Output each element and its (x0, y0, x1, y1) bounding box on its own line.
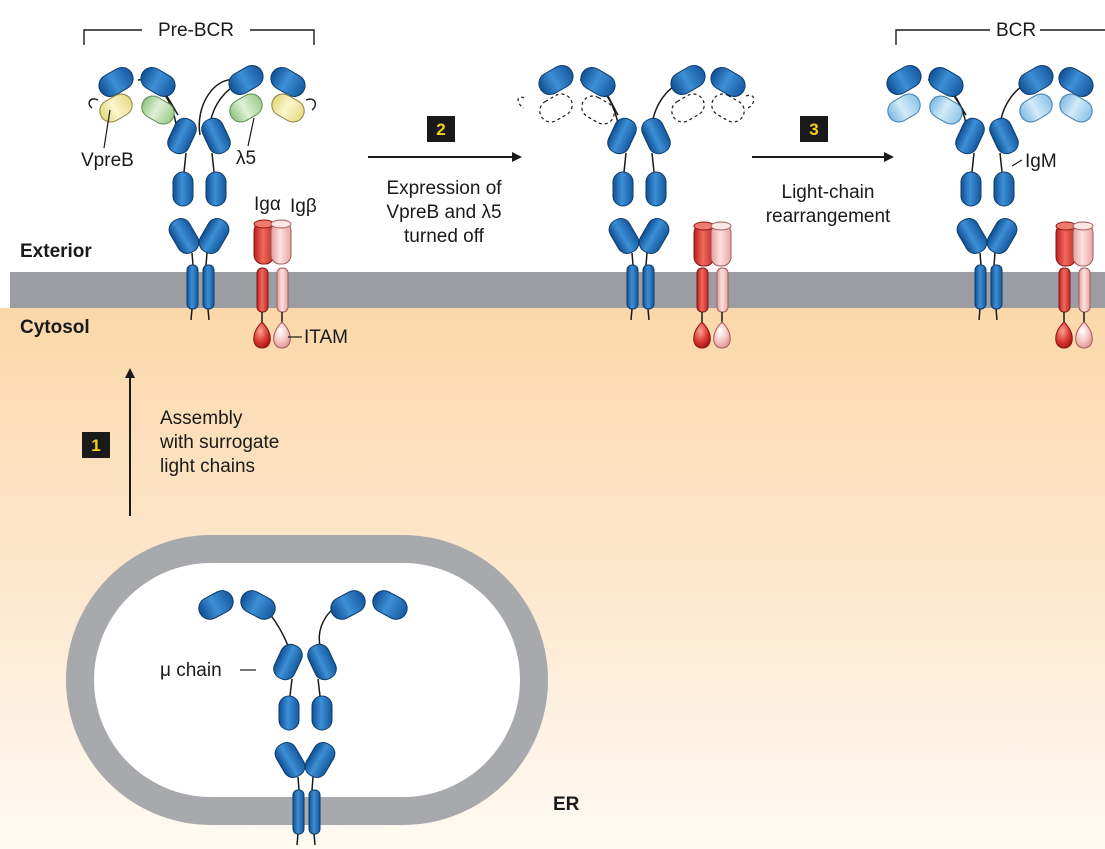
step-1-box (82, 432, 110, 458)
step-2-number: 2 (436, 120, 445, 139)
cytosol-label: Cytosol (20, 317, 90, 338)
itam-label: ITAM (304, 327, 348, 348)
pre-bcr-label: Pre-BCR (158, 20, 234, 41)
light-chain-domains (887, 93, 1093, 125)
er-lumen (94, 563, 520, 797)
step-2-line-1: Expression of (386, 178, 502, 199)
lambda5-label: λ5 (236, 148, 256, 169)
lambda5-domain-left (141, 95, 175, 125)
step-2-line-3: turned off (404, 226, 485, 247)
vpreb-domain-left (99, 93, 133, 123)
lambda5-domain-right (229, 93, 263, 123)
igm-leader (1011, 159, 1023, 167)
bcr-label: BCR (996, 20, 1036, 41)
bcr-bracket (895, 29, 1105, 45)
step-3-number: 3 (809, 120, 818, 139)
vpreb-domain-right (271, 93, 305, 123)
step-3-line-2: rearrangement (766, 206, 891, 227)
step-3-line-1: Light-chain (782, 182, 875, 203)
plasma-membrane (10, 272, 1105, 308)
pre-bcr-bracket (83, 29, 315, 45)
igm-label: IgM (1025, 151, 1057, 172)
step-2-line-2: VpreB and λ5 (386, 202, 501, 223)
vpreb-leader (103, 109, 111, 149)
step-1-line-2: with surrogate (159, 432, 279, 453)
igalpha-label: Igα (254, 194, 281, 215)
step-1-number: 1 (91, 436, 100, 455)
intermediate-receptor (517, 65, 755, 349)
mu-chain-label: μ chain (160, 660, 222, 681)
vpreb-label: VpreB (81, 150, 134, 171)
step-1-line-1: Assembly (160, 408, 243, 429)
er-label: ER (553, 794, 580, 815)
step-2-box (427, 116, 455, 142)
step-3-box (800, 116, 828, 142)
pre-bcr-receptor (88, 65, 317, 349)
lambda5-leader (247, 117, 255, 147)
bcr-receptor (886, 65, 1094, 349)
igbeta-label: Igβ (290, 196, 317, 217)
step-1-line-3: light chains (160, 456, 255, 477)
exterior-label: Exterior (20, 241, 92, 262)
mu-chain (198, 590, 408, 846)
